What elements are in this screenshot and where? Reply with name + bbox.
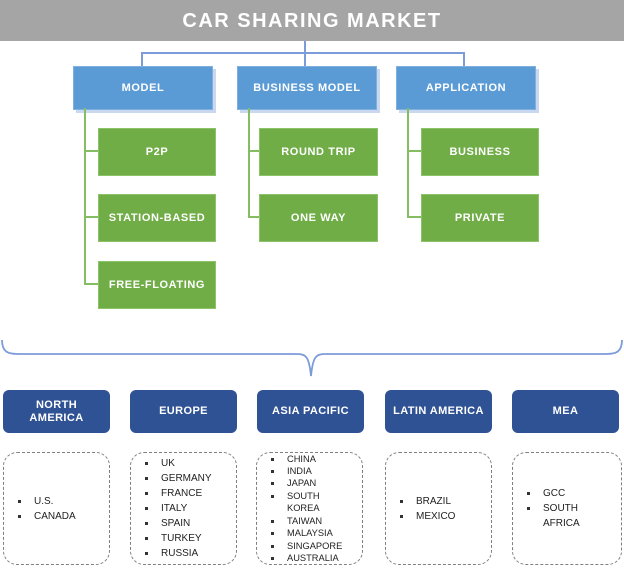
country-list-item: JAPAN bbox=[269, 477, 347, 489]
connector-model-stub-1 bbox=[84, 150, 98, 152]
country-box-north-america: U.S. CANADA bbox=[3, 452, 110, 565]
child-box-one-way: ONE WAY bbox=[259, 194, 378, 242]
country-list-item: TAIWAN bbox=[269, 515, 347, 527]
country-list-latin-america: BRAZIL MEXICO bbox=[386, 494, 491, 524]
country-list-item: FRANCE bbox=[143, 486, 236, 501]
country-box-mea: GCC SOUTH AFRICA bbox=[512, 452, 622, 565]
connector-model-stub-2 bbox=[84, 216, 98, 218]
connector-drop-model bbox=[141, 52, 143, 66]
country-list-mea: GCC SOUTH AFRICA bbox=[513, 486, 621, 531]
country-list-north-america: U.S. CANADA bbox=[4, 494, 109, 524]
child-box-round-trip: ROUND TRIP bbox=[259, 128, 378, 176]
country-list-item: AUSTRALIA bbox=[269, 552, 347, 564]
connector-title-stem bbox=[304, 41, 306, 52]
country-list-item: CHINA bbox=[269, 453, 347, 465]
segment-box-application: APPLICATION bbox=[396, 66, 536, 110]
region-header-latin-america: LATIN AMERICA bbox=[385, 390, 492, 433]
country-list-item: SOUTH KOREA bbox=[269, 490, 347, 515]
country-list-item: GERMANY bbox=[143, 471, 236, 486]
region-header-north-america: NORTH AMERICA bbox=[3, 390, 110, 433]
country-list-item: MEXICO bbox=[398, 509, 491, 524]
country-box-europe: UK GERMANY FRANCE ITALY SPAIN TURKEY RUS… bbox=[130, 452, 237, 565]
connector-bm-spine bbox=[248, 108, 250, 218]
country-list-asia-pacific: CHINA INDIA JAPAN SOUTH KOREA TAIWAN MAL… bbox=[257, 453, 362, 565]
connector-app-spine bbox=[407, 108, 409, 218]
country-list-item: SPAIN bbox=[143, 516, 236, 531]
country-list-item: MALAYSIA bbox=[269, 527, 347, 539]
segment-box-model: MODEL bbox=[73, 66, 213, 110]
country-list-item: INDIA bbox=[269, 465, 347, 477]
connector-bm-stub-2 bbox=[248, 216, 259, 218]
region-header-asia-pacific: ASIA PACIFIC bbox=[257, 390, 364, 433]
country-list-item: GCC bbox=[525, 486, 598, 501]
connector-bm-stub-1 bbox=[248, 150, 259, 152]
country-list-item: CANADA bbox=[16, 509, 109, 524]
connector-model-spine bbox=[84, 108, 86, 285]
connector-drop-application bbox=[463, 52, 465, 66]
country-list-item: BRAZIL bbox=[398, 494, 491, 509]
connector-app-stub-2 bbox=[407, 216, 421, 218]
country-list-item: UK bbox=[143, 456, 236, 471]
region-header-mea: MEA bbox=[512, 390, 619, 433]
country-list-item: RUSSIA bbox=[143, 546, 236, 561]
country-list-europe: UK GERMANY FRANCE ITALY SPAIN TURKEY RUS… bbox=[131, 456, 236, 561]
region-header-europe: EUROPE bbox=[130, 390, 237, 433]
country-list-item: ITALY bbox=[143, 501, 236, 516]
child-box-business: BUSINESS bbox=[421, 128, 539, 176]
country-list-item: SINGAPORE bbox=[269, 540, 347, 552]
connector-model-stub-3 bbox=[84, 283, 98, 285]
connector-app-stub-1 bbox=[407, 150, 421, 152]
child-box-p2p: P2P bbox=[98, 128, 216, 176]
child-box-station-based: STATION-BASED bbox=[98, 194, 216, 242]
connector-top-rail bbox=[141, 52, 465, 54]
country-list-item: U.S. bbox=[16, 494, 109, 509]
brace-divider bbox=[1, 339, 623, 377]
country-list-item: SOUTH AFRICA bbox=[525, 501, 598, 531]
connector-drop-business-model bbox=[304, 52, 306, 66]
segment-box-business-model: BUSINESS MODEL bbox=[237, 66, 377, 110]
child-box-private: PRIVATE bbox=[421, 194, 539, 242]
country-list-item: TURKEY bbox=[143, 531, 236, 546]
child-box-free-floating: FREE-FLOATING bbox=[98, 261, 216, 309]
country-box-asia-pacific: CHINA INDIA JAPAN SOUTH KOREA TAIWAN MAL… bbox=[256, 452, 363, 565]
country-box-latin-america: BRAZIL MEXICO bbox=[385, 452, 492, 565]
page-title: CAR SHARING MARKET bbox=[0, 0, 624, 41]
